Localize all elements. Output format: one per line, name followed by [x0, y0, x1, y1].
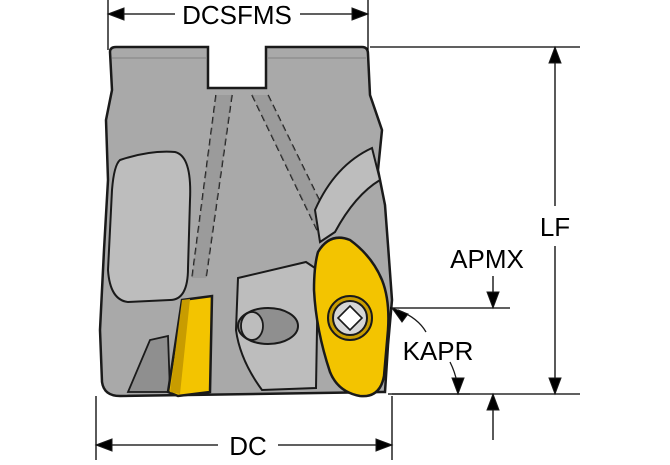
- torx-screw-icon: [327, 295, 373, 341]
- dc-label: DC: [229, 431, 267, 460]
- kapr-label: KAPR: [403, 336, 474, 366]
- coolant-channel-right-fill: [252, 95, 330, 232]
- lf-label: LF: [540, 212, 570, 242]
- bottom-relief: [126, 334, 171, 393]
- chip-pocket: [313, 146, 382, 244]
- dcsfms-label: DCSFMS: [182, 0, 292, 30]
- apmx-label: APMX: [450, 244, 524, 274]
- coolant-channel-left-fill: [192, 95, 232, 278]
- dimension-arrow-icon: [94, 7, 562, 452]
- left-flute: [106, 150, 192, 304]
- cutter-body: [98, 45, 394, 398]
- screw-hole-inner: [240, 311, 264, 341]
- left-insert-shade: [170, 299, 190, 394]
